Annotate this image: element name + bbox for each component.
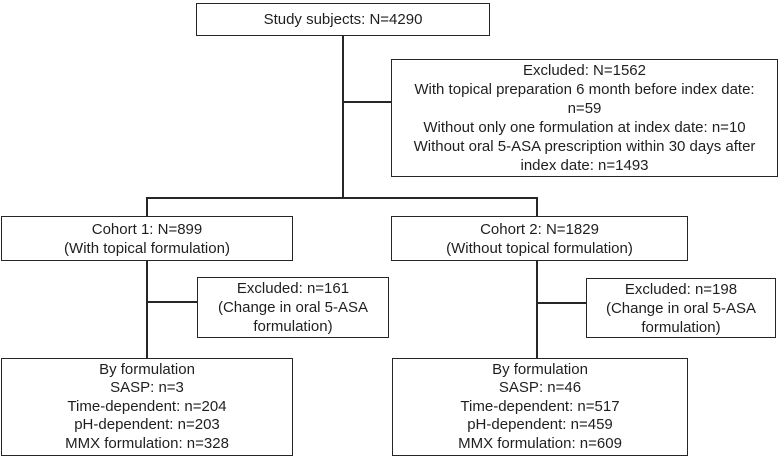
- text-line: Cohort 1: N=899: [91, 220, 203, 238]
- text-line: By formulation: [99, 360, 195, 378]
- text-line: Excluded: n=161: [236, 280, 350, 297]
- text-line: Time-dependent: n=204: [67, 397, 227, 415]
- text-line: (Change in oral 5-ASA formulation): [217, 299, 369, 335]
- text-line: Without oral 5-ASA prescription within 3…: [413, 138, 756, 174]
- text-line: SASP: n=3: [110, 379, 184, 397]
- connector-drop-cohort1: [146, 197, 148, 217]
- connector-stem-cohort2: [536, 260, 538, 360]
- text-line: Excluded: N=1562: [522, 62, 646, 79]
- text-line: Time-dependent: n=517: [460, 397, 620, 415]
- connector-to-excluded-cohort1: [147, 301, 198, 303]
- cohort2-box: Cohort 2: N=1829(Without topical formula…: [391, 216, 688, 261]
- text-line: MMX formulation: n=328: [65, 434, 229, 452]
- text-line: MMX formulation: n=609: [458, 434, 622, 452]
- text-line: With topical preparation 6 month before …: [414, 81, 755, 117]
- text-line: By formulation: [492, 360, 588, 378]
- text-line: Excluded: n=198: [624, 280, 738, 298]
- text-line: Without only one formulation at index da…: [423, 119, 746, 136]
- excluded-cohort2-box: Excluded: n=198(Change in oral 5-ASA for…: [586, 278, 776, 338]
- text-line: Study subjects: N=4290: [263, 11, 423, 28]
- connector-drop-cohort2: [536, 197, 538, 217]
- excluded-cohort1-box: Excluded: n=161 (Change in oral 5-ASA for…: [197, 277, 389, 338]
- connector-stem-cohort1: [146, 260, 148, 360]
- connector-to-excluded-main: [343, 101, 391, 103]
- connector-to-excluded-cohort2: [537, 302, 587, 304]
- text-line: (Without topical formulation): [446, 239, 633, 257]
- text-line: (With topical formulation): [64, 239, 230, 257]
- text-line: pH-dependent: n=459: [467, 416, 613, 434]
- text-line: SASP: n=46: [498, 379, 582, 397]
- text-line: Cohort 2: N=1829: [480, 220, 599, 238]
- study-subjects-box: Study subjects: N=4290: [196, 3, 490, 36]
- cohort1-box: Cohort 1: N=899(With topical formulation…: [1, 216, 293, 261]
- connector-stem-study: [342, 35, 344, 198]
- text-line: (Change in oral 5-ASA formulation): [605, 299, 757, 336]
- text-line: pH-dependent: n=203: [74, 416, 220, 434]
- connector-branch-cohorts: [146, 197, 538, 199]
